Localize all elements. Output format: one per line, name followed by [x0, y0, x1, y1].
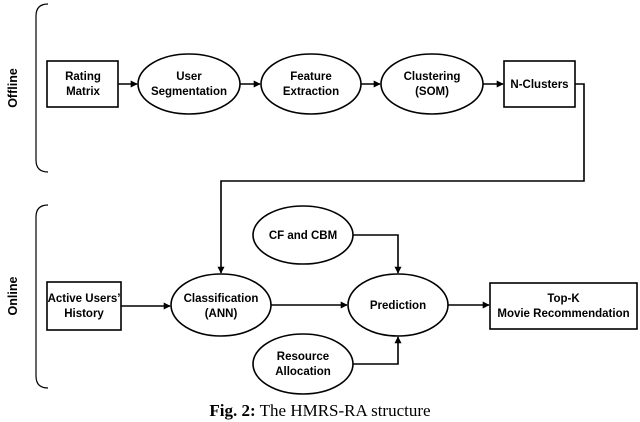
svg-text:Allocation: Allocation	[275, 366, 331, 378]
resource-allocation-node: Resource Allocation	[252, 333, 354, 395]
svg-text:(SOM): (SOM)	[415, 86, 449, 98]
cf-cbm-node: CF and CBM	[252, 205, 354, 265]
svg-text:Active Users’: Active Users’	[48, 293, 121, 305]
svg-text:(ANN): (ANN)	[205, 308, 238, 320]
caption-text: The HMRS-RA structure	[259, 401, 431, 420]
svg-text:CF and CBM: CF and CBM	[269, 230, 337, 242]
classification-node: Classification (ANN)	[170, 273, 272, 337]
top-k-node: Top-K Movie Recommendation	[489, 282, 638, 330]
edge-resource-to-prediction	[353, 336, 402, 365]
svg-text:Segmentation: Segmentation	[151, 86, 227, 98]
svg-text:Prediction: Prediction	[370, 300, 426, 312]
online-bracket	[35, 204, 49, 389]
svg-text:Rating: Rating	[65, 71, 101, 83]
svg-text:Matrix: Matrix	[66, 86, 100, 98]
svg-text:Resource: Resource	[277, 351, 329, 363]
svg-text:Classification: Classification	[184, 293, 259, 305]
svg-text:N-Clusters: N-Clusters	[510, 79, 568, 91]
clustering-node: Clustering (SOM)	[380, 53, 484, 115]
svg-text:User: User	[176, 71, 202, 83]
svg-text:Top-K: Top-K	[547, 293, 580, 305]
offline-bracket	[35, 3, 49, 173]
rating-matrix-node: Rating Matrix	[46, 60, 119, 108]
offline-label: Offline	[6, 68, 20, 108]
svg-text:Clustering: Clustering	[404, 71, 461, 83]
feature-extraction-node: Feature Extraction	[260, 53, 362, 115]
hmrs-ra-diagram: Offline Online Rating Matrix User Segmen…	[6, 3, 638, 395]
svg-text:Feature: Feature	[290, 71, 332, 83]
figure-caption: Fig. 2: The HMRS-RA structure	[0, 401, 640, 421]
user-segmentation-node: User Segmentation	[137, 53, 241, 115]
prediction-node: Prediction	[347, 273, 449, 337]
edge-cfcbm-to-prediction	[353, 234, 402, 274]
edge-nclusters-to-classification	[217, 83, 585, 274]
online-label: Online	[6, 277, 20, 316]
svg-text:Movie Recommendation: Movie Recommendation	[497, 308, 629, 320]
svg-text:History: History	[64, 308, 104, 320]
caption-label: Fig. 2:	[209, 401, 256, 420]
n-clusters-node: N-Clusters	[503, 60, 576, 108]
svg-text:Extraction: Extraction	[283, 86, 339, 98]
active-users-history-node: Active Users’ History	[46, 281, 122, 331]
